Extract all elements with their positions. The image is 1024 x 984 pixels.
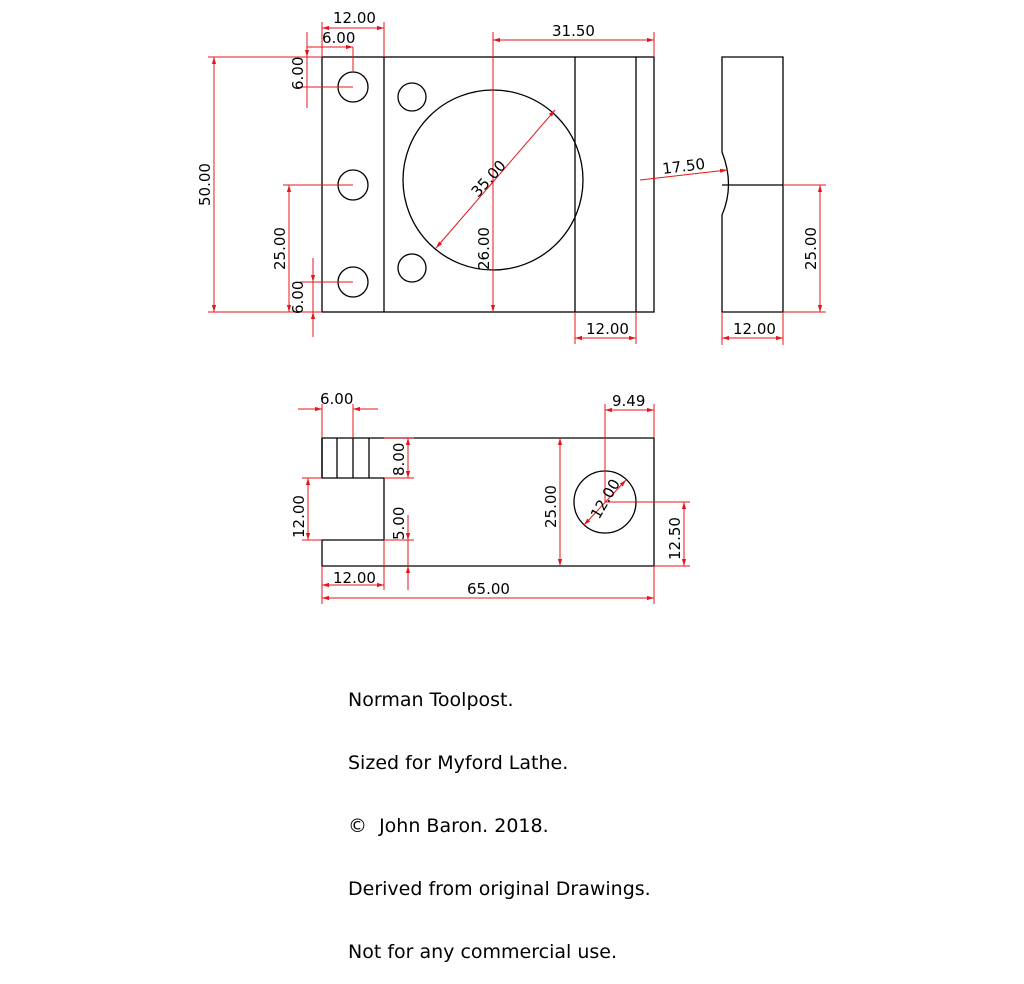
dim-plan-12-bottom: 12.00 <box>333 569 376 587</box>
title-line-4: Derived from original Drawings. <box>348 878 651 900</box>
dim-front-31-50: 31.50 <box>552 22 595 40</box>
dim-front-50: 50.00 <box>196 163 214 206</box>
dim-plan-5: 5.00 <box>390 507 408 540</box>
dim-plan-9-49: 9.49 <box>612 392 645 410</box>
side-view <box>721 56 784 313</box>
title-line-2: Sized for Myford Lathe. <box>348 752 569 774</box>
title-block: Norman Toolpost. Sized for Myford Lathe.… <box>348 648 651 984</box>
dim-plan-6: 6.00 <box>320 390 353 408</box>
dim-front-26: 26.00 <box>475 227 493 270</box>
title-line-1: Norman Toolpost. <box>348 689 514 711</box>
side-view-outline <box>721 56 784 313</box>
small-hole-top <box>397 82 427 112</box>
dim-side-25: 25.00 <box>802 227 820 270</box>
dim-plan-8: 8.00 <box>390 443 408 476</box>
dim-plan-12-dia: 12.00 <box>587 476 624 522</box>
dim-side-17-50: 17.50 <box>661 155 706 178</box>
dim-front-6-left-bottom: 6.00 <box>289 281 307 314</box>
dim-plan-12-left: 12.00 <box>290 495 308 538</box>
dim-front-12-bottom: 12.00 <box>586 320 629 338</box>
small-hole-bottom <box>397 253 427 283</box>
dim-front-6-top: 6.00 <box>322 29 355 47</box>
front-view-dimensions: 12.00 6.00 31.50 50.00 6.00 25.00 6.00 3… <box>196 9 655 344</box>
dim-front-12-top: 12.00 <box>333 9 376 27</box>
dim-plan-12-50: 12.50 <box>666 517 684 560</box>
dim-front-35-dia: 35.00 <box>468 157 510 201</box>
dim-plan-25: 25.00 <box>542 485 560 528</box>
title-line-3: © John Baron. 2018. <box>348 815 549 837</box>
dim-side-12: 12.00 <box>733 320 776 338</box>
plan-view-dimensions: 6.00 8.00 12.00 5.00 12.00 65.00 25.00 9… <box>290 390 690 604</box>
dim-front-25-left: 25.00 <box>271 227 289 270</box>
dim-plan-65: 65.00 <box>467 580 510 598</box>
side-view-dimensions: 17.50 25.00 12.00 <box>639 155 826 345</box>
technical-drawing: 12.00 6.00 31.50 50.00 6.00 25.00 6.00 3… <box>196 9 826 604</box>
dim-front-6-left-top: 6.00 <box>289 57 307 90</box>
title-line-5: Not for any commercial use. <box>348 941 617 963</box>
